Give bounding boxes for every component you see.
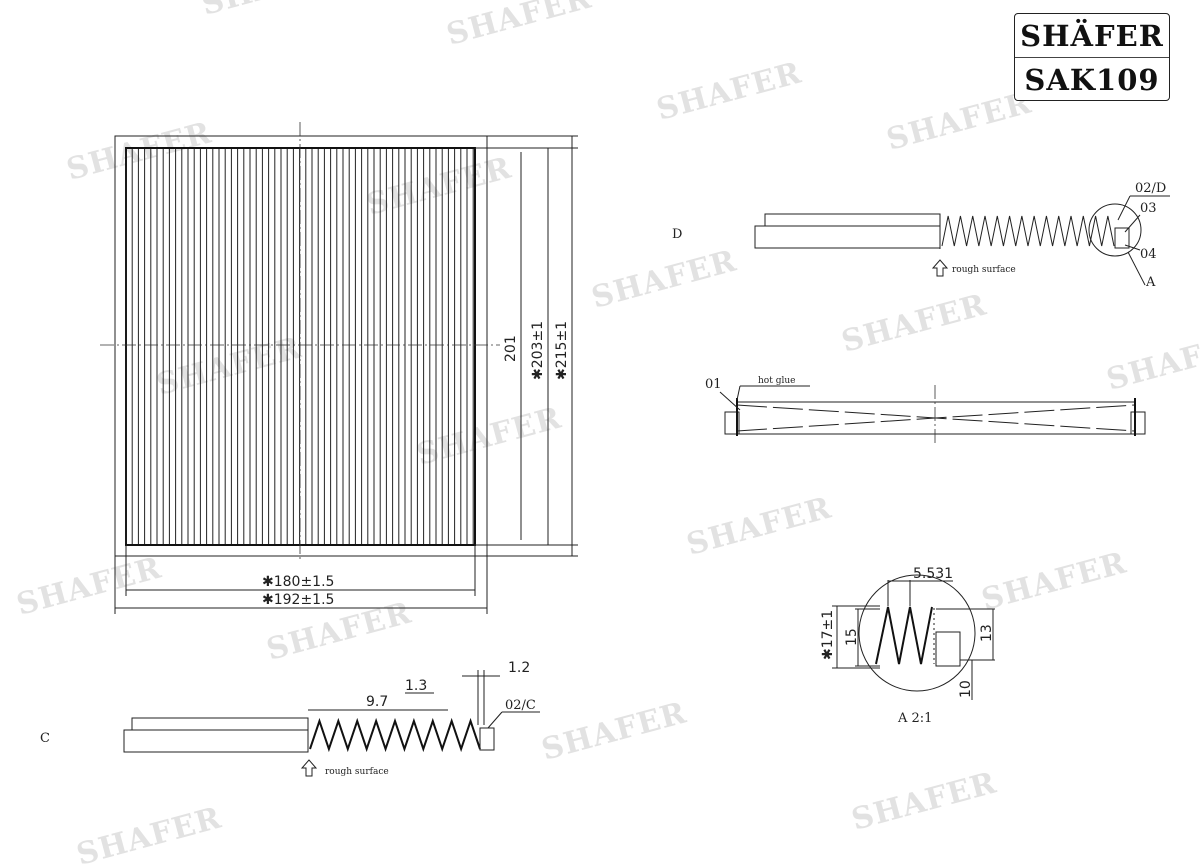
watermark-text: SHAFER bbox=[848, 765, 1000, 837]
watermark-text: SHAFER bbox=[653, 55, 805, 127]
watermark-text: SHAFER bbox=[363, 150, 515, 222]
dim-13: 13 bbox=[979, 624, 995, 642]
section-c-label: C bbox=[40, 731, 50, 746]
watermark-text: SHAFER bbox=[443, 0, 595, 53]
watermark-text: SHAFER bbox=[838, 287, 990, 359]
watermark-text: SHAFER bbox=[683, 490, 835, 562]
watermark-text: SHAFER bbox=[588, 243, 740, 315]
dim-203: ✱203±1 bbox=[530, 321, 546, 380]
dim-5-531: 5.531 bbox=[913, 566, 953, 582]
watermark-text: SHAFER bbox=[63, 115, 215, 187]
callout-04: 04 bbox=[1140, 247, 1157, 262]
watermark-text: SHAFER bbox=[883, 85, 1035, 157]
dim-215: ✱215±1 bbox=[554, 321, 570, 380]
arrow-up-icon bbox=[931, 259, 949, 277]
section-d: D 02/D 03 04 A rough surface bbox=[672, 181, 1170, 290]
section-c: C 9.7 1.3 1.2 02/C rough surface bbox=[40, 660, 540, 777]
dim-17: ✱17±1 bbox=[820, 610, 836, 660]
callout-02d: 02/D bbox=[1135, 181, 1166, 196]
arrow-up-icon bbox=[300, 759, 318, 777]
watermark-text: SHAFER bbox=[978, 545, 1130, 617]
front-view: 201 ✱203±1 ✱215±1 ✱180±1.5 ✱192±1.5 bbox=[100, 122, 578, 614]
dim-1-2: 1.2 bbox=[508, 660, 530, 676]
rough-surface-note-d: rough surface bbox=[952, 265, 1016, 275]
side-view: 01 hot glue bbox=[705, 376, 1146, 445]
callout-03: 03 bbox=[1140, 201, 1157, 216]
part-number: SAK109 bbox=[1024, 62, 1160, 97]
watermark-text: SHAFER bbox=[1103, 325, 1200, 397]
dim-201: 201 bbox=[503, 335, 519, 362]
detail-a: 5.531 ✱17±1 15 13 10 A 2:1 bbox=[820, 566, 995, 726]
brand-logo: SHÄFER SAK109 bbox=[1014, 13, 1170, 101]
detail-a-title: A 2:1 bbox=[897, 711, 932, 726]
watermark-text: SHAFER bbox=[538, 695, 690, 767]
detail-ref-a: A bbox=[1145, 275, 1156, 290]
dim-1-3: 1.3 bbox=[405, 678, 427, 694]
callout-01: 01 bbox=[705, 377, 722, 392]
brand-name: SHÄFER bbox=[1015, 14, 1169, 58]
dim-192: ✱192±1.5 bbox=[262, 592, 334, 608]
dim-180: ✱180±1.5 bbox=[262, 574, 334, 590]
hot-glue-note: hot glue bbox=[758, 376, 795, 386]
watermark-text: SHAFER bbox=[198, 0, 350, 23]
dim-10: 10 bbox=[958, 680, 974, 698]
section-d-label: D bbox=[672, 227, 682, 242]
rough-surface-note-c: rough surface bbox=[325, 767, 389, 777]
watermark-text: SHAFER bbox=[13, 550, 165, 622]
callout-02c: 02/C bbox=[505, 698, 536, 713]
dim-15: 15 bbox=[844, 628, 860, 646]
watermark-text: SHAFER bbox=[73, 800, 225, 868]
dim-9-7: 9.7 bbox=[366, 694, 388, 710]
